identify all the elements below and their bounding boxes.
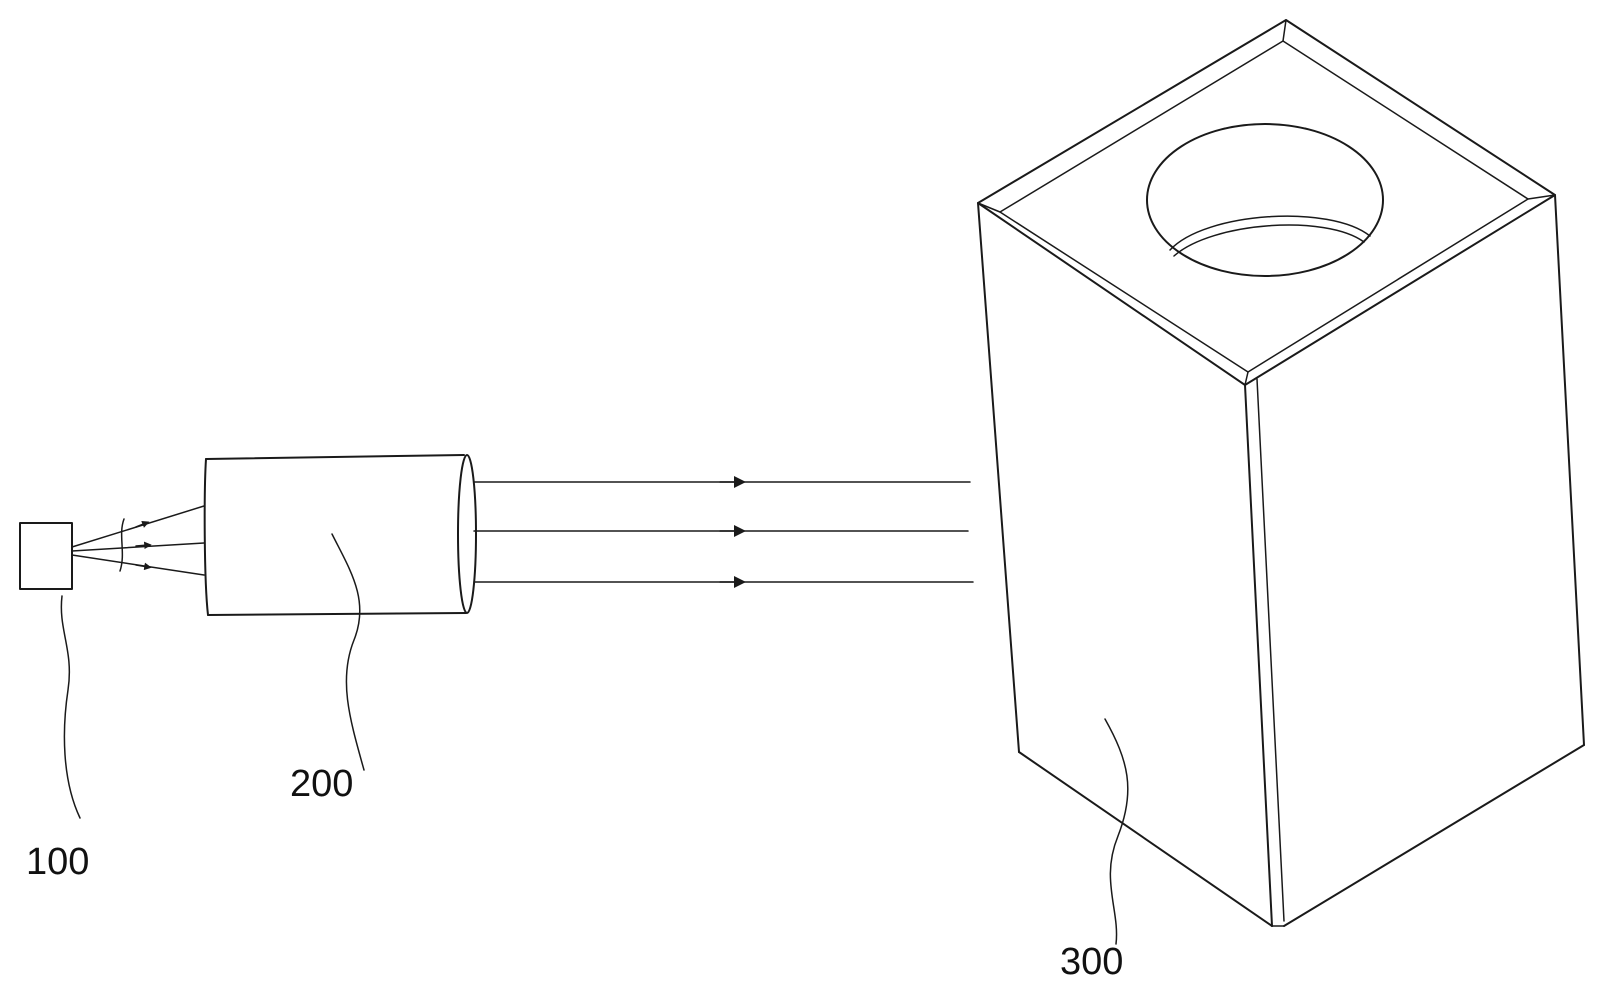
leader-200 (331, 533, 365, 771)
parallel-beams (473, 476, 974, 588)
leader-lines (60, 533, 1129, 945)
label-200: 200 (290, 763, 353, 805)
label-300: 300 (1060, 941, 1123, 983)
leader-300 (1104, 718, 1129, 945)
leader-100 (60, 595, 81, 819)
collimator (203, 454, 477, 616)
light-source (19, 522, 73, 590)
diverging-rays (71, 505, 205, 576)
target-block (977, 19, 1585, 927)
label-100: 100 (26, 841, 89, 883)
